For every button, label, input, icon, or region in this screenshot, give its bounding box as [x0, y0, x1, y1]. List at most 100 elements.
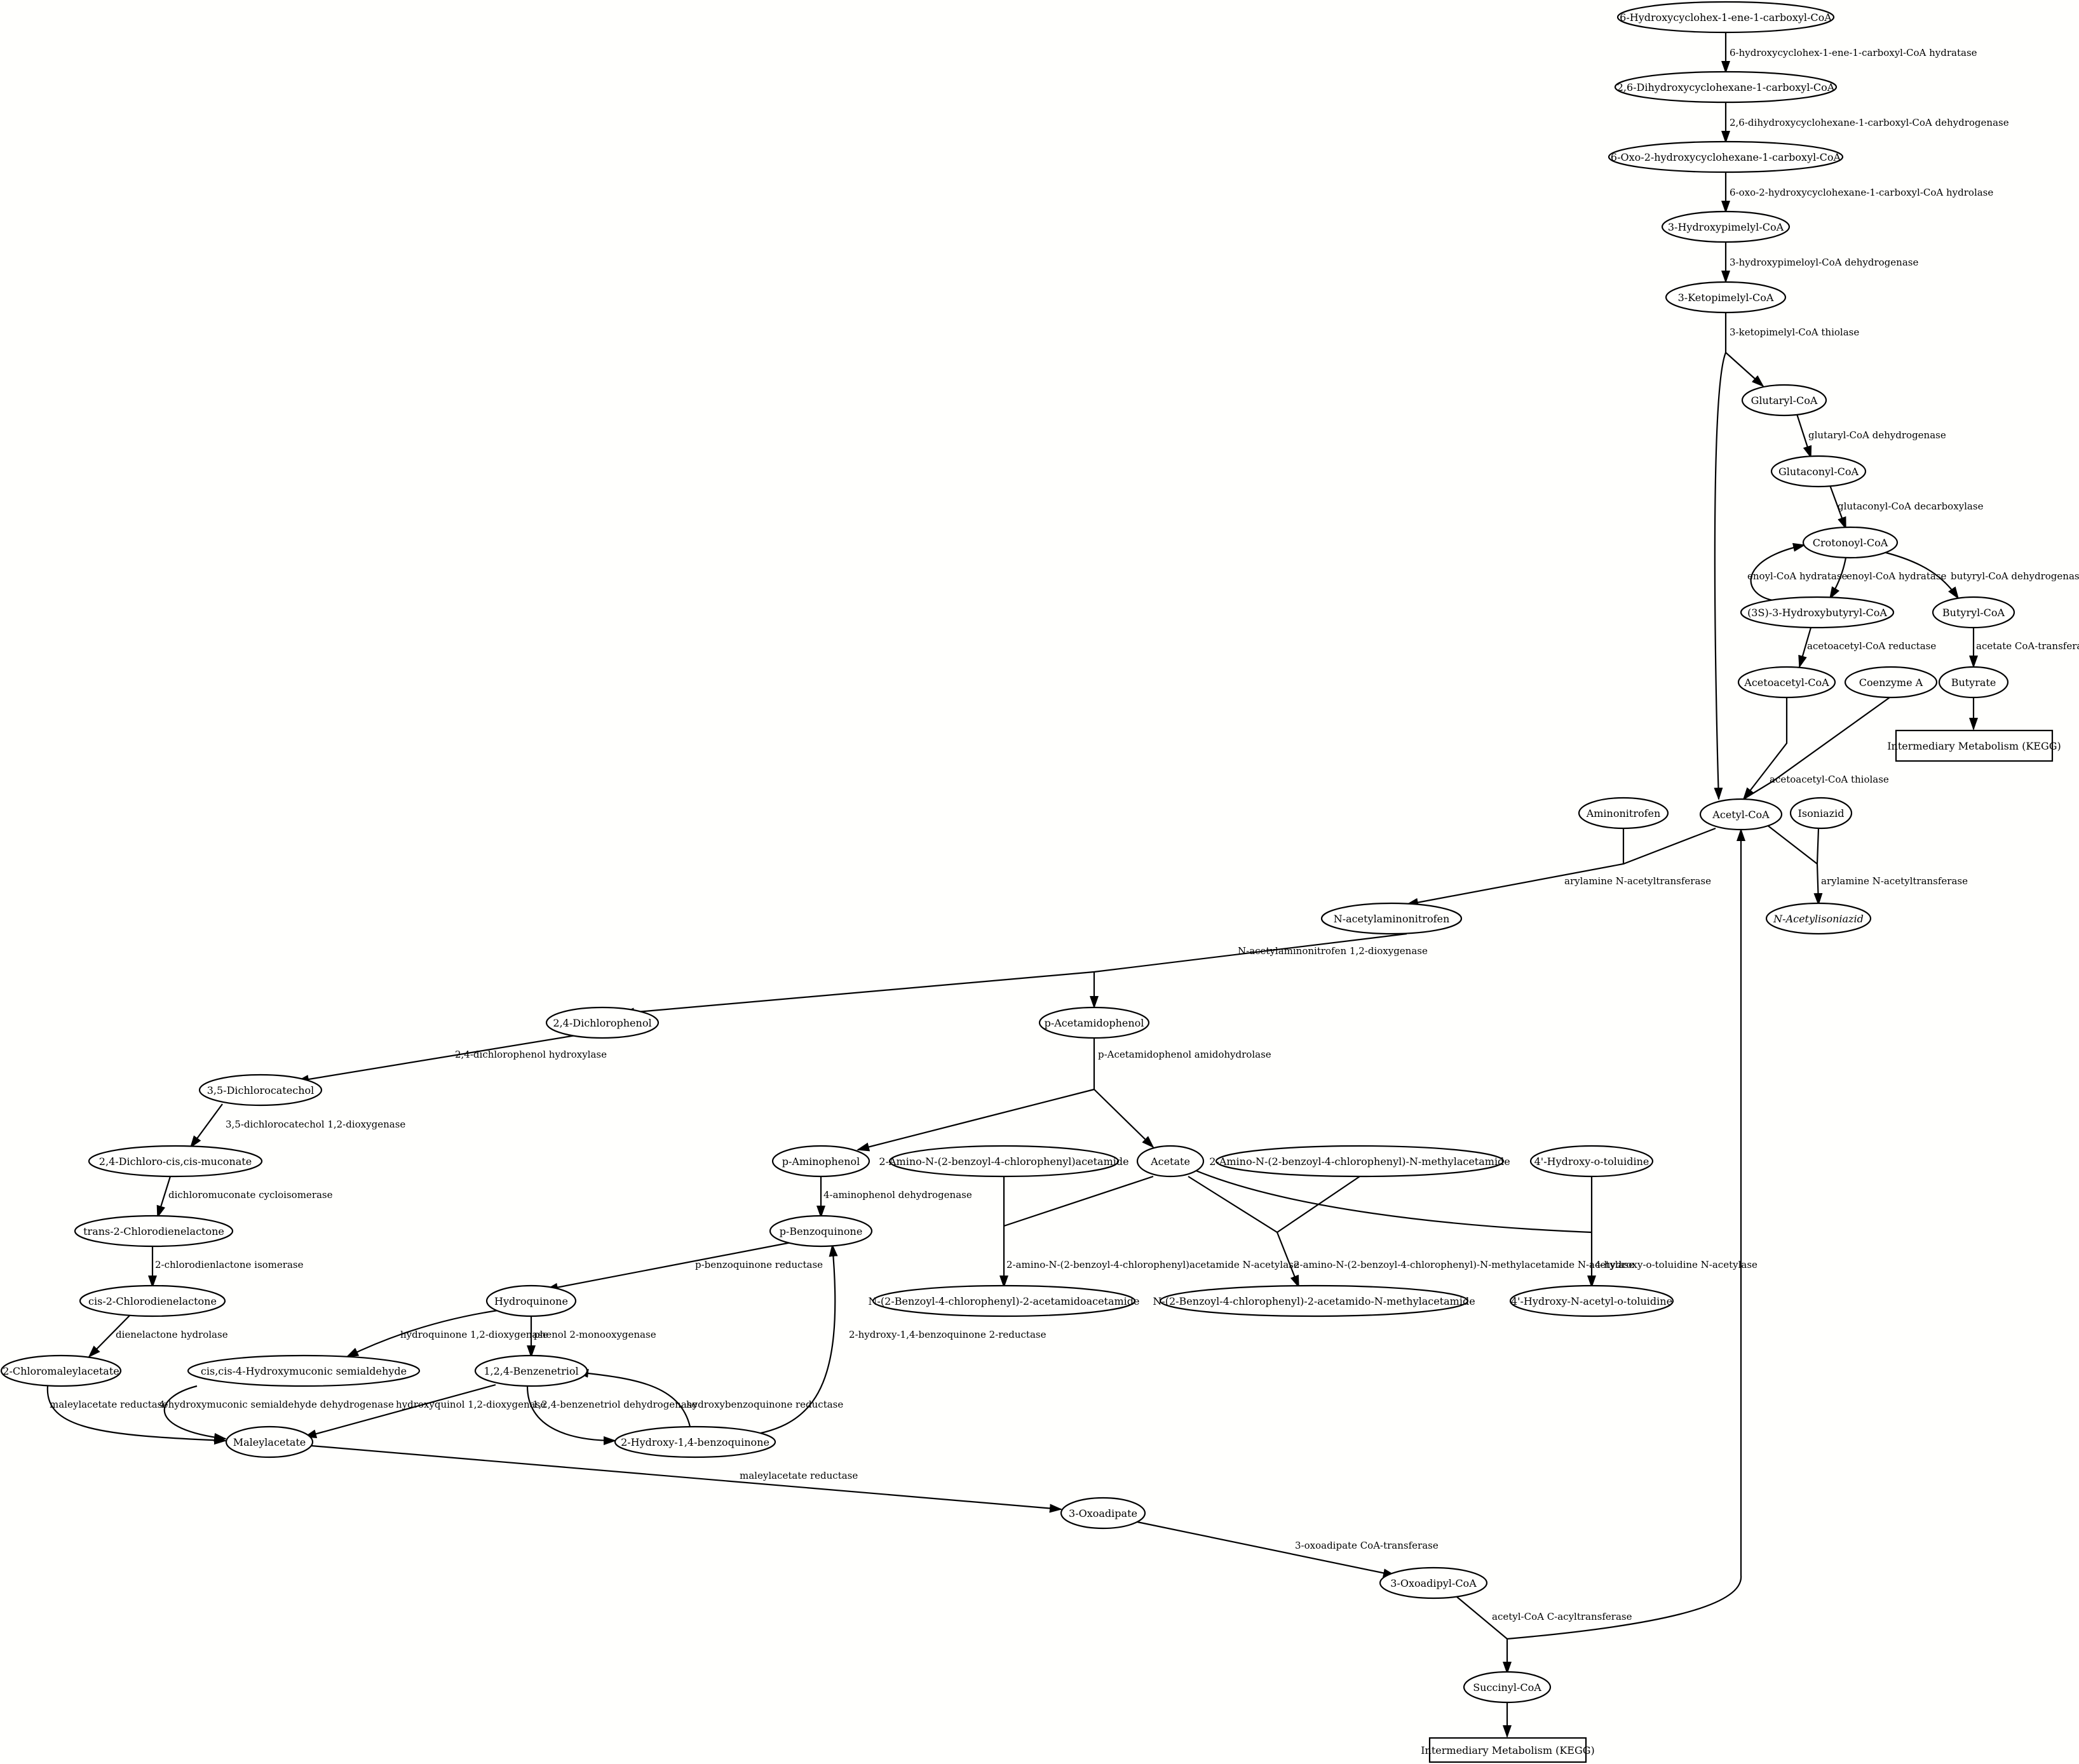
- node-hcoa[interactable]: 6-Hydroxycyclohex-1-ene-1-carboxyl-CoA: [1616, 1, 1835, 34]
- node-dcp[interactable]: 2,4-Dichlorophenol: [545, 1006, 660, 1039]
- node-oxocoa[interactable]: 6-Oxo-2-hydroxycyclohexane-1-carboxyl-Co…: [1608, 140, 1844, 173]
- svg-text:3-Oxoadipate: 3-Oxoadipate: [1069, 1507, 1137, 1519]
- svg-text:Butyrate: Butyrate: [1951, 677, 1996, 689]
- node-pacetamidophenol[interactable]: p-Acetamidophenol: [1038, 1006, 1150, 1039]
- node-kegg1[interactable]: Intermediary Metabolism (KEGG): [1887, 729, 2061, 762]
- svg-text:Acetoacetyl-CoA: Acetoacetyl-CoA: [1744, 677, 1829, 689]
- node-pbq[interactable]: p-Benzoquinone: [769, 1215, 873, 1248]
- node-coenzymea[interactable]: Coenzyme A: [1844, 666, 1938, 699]
- svg-text:Intermediary Metabolism (KEGG): Intermediary Metabolism (KEGG): [1887, 740, 2061, 752]
- edge-label: 3,5-dichlorocatechol 1,2-dioxygenase: [226, 1119, 405, 1130]
- edge-hbcoa-acetoacetyl: [1798, 627, 1812, 668]
- node-aba[interactable]: 2-Amino-N-(2-benzoyl-4-chlorophenyl)acet…: [879, 1145, 1129, 1178]
- edge-hbcoa-crotonoyl: [1750, 542, 1806, 602]
- edge-ccdl-cma: [88, 1314, 131, 1358]
- node-maleylacetate[interactable]: Maleylacetate: [225, 1425, 314, 1458]
- edge-label: 2,6-dihydroxycyclohexane-1-carboxyl-CoA …: [1730, 117, 2009, 128]
- svg-text:Acetate: Acetate: [1150, 1155, 1190, 1168]
- edge-bt-maleylacetate: [304, 1384, 496, 1439]
- edge-label: 3-ketopimelyl-CoA thiolase: [1730, 327, 1859, 338]
- node-acetate[interactable]: Acetate: [1136, 1145, 1205, 1178]
- edge-kpcoa-acetylcoa: [1714, 352, 1727, 800]
- svg-text:Glutaconyl-CoA: Glutaconyl-CoA: [1778, 466, 1859, 478]
- node-nbca[interactable]: N-(2-Benzoyl-4-chlorophenyl)-2-acetamido…: [868, 1284, 1140, 1317]
- edge-hq-hmsa: [346, 1309, 503, 1357]
- edge-maleylacetate-oxoadipate: [311, 1444, 1062, 1513]
- node-dcm[interactable]: 2,4-Dichloro-cis,cis-muconate: [88, 1145, 263, 1178]
- svg-text:6-Oxo-2-hydroxycyclohexane-1-c: 6-Oxo-2-hydroxycyclohexane-1-carboxyl-Co…: [1611, 151, 1841, 163]
- node-succinylcoa[interactable]: Succinyl-CoA: [1463, 1671, 1552, 1704]
- svg-text:Succinyl-CoA: Succinyl-CoA: [1473, 1681, 1541, 1693]
- node-glutaconyl[interactable]: Glutaconyl-CoA: [1770, 455, 1867, 488]
- node-nacetylisoniazid[interactable]: N-Acetylisoniazid: [1765, 902, 1872, 935]
- svg-text:4'-Hydroxy-N-acetyl-o-toluidin: 4'-Hydroxy-N-acetyl-o-toluidine: [1511, 1295, 1672, 1307]
- node-oxoadipylcoa[interactable]: 3-Oxoadipyl-CoA: [1379, 1566, 1488, 1599]
- edge-label: maleylacetate reductase: [740, 1470, 858, 1481]
- svg-text:cis-2-Chlorodienelactone: cis-2-Chlorodienelactone: [88, 1295, 217, 1307]
- node-dhcoa[interactable]: 2,6-Dihydroxycyclohexane-1-carboxyl-CoA: [1614, 71, 1838, 104]
- edge-label: acetyl-CoA C-acyltransferase: [1492, 1611, 1632, 1622]
- edge-acetylcoa-isoniazid: [1766, 824, 1818, 865]
- svg-text:2-Amino-N-(2-benzoyl-4-chlorop: 2-Amino-N-(2-benzoyl-4-chlorophenyl)-N-m…: [1209, 1155, 1510, 1168]
- svg-text:3-Hydroxypimelyl-CoA: 3-Hydroxypimelyl-CoA: [1668, 221, 1784, 233]
- node-aminonitrofen[interactable]: Aminonitrofen: [1578, 797, 1669, 830]
- svg-text:Coenzyme A: Coenzyme A: [1859, 677, 1923, 689]
- svg-text:3-Oxoadipyl-CoA: 3-Oxoadipyl-CoA: [1390, 1577, 1477, 1589]
- edge-label: p-benzoquinone reductase: [695, 1259, 823, 1270]
- node-bt[interactable]: 1,2,4-Benzenetriol: [474, 1354, 588, 1387]
- node-butyrate[interactable]: Butyrate: [1938, 666, 2009, 699]
- node-acetoacetyl[interactable]: Acetoacetyl-CoA: [1737, 666, 1836, 699]
- edge-crotonoyl-butyryl: [1880, 550, 1960, 600]
- node-hnat[interactable]: 4'-Hydroxy-N-acetyl-o-toluidine: [1509, 1284, 1674, 1317]
- node-oxoadipate[interactable]: 3-Oxoadipate: [1060, 1497, 1146, 1530]
- svg-text:N-Acetylisoniazid: N-Acetylisoniazid: [1773, 913, 1864, 925]
- node-butyryl[interactable]: Butyryl-CoA: [1932, 596, 2015, 629]
- node-nbcam[interactable]: N-(2-Benzoyl-4-chlorophenyl)-2-acetamido…: [1153, 1284, 1475, 1317]
- node-hq[interactable]: Hydroquinone: [485, 1284, 577, 1317]
- edge-label: 3-oxoadipate CoA-transferase: [1295, 1540, 1439, 1551]
- edge-label: 1,2,4-benzenetriol dehydrogenase: [532, 1399, 697, 1410]
- svg-text:Aminonitrofen: Aminonitrofen: [1586, 807, 1661, 819]
- node-isoniazid[interactable]: Isoniazid: [1789, 797, 1853, 830]
- node-dcc[interactable]: 3,5-Dichlorocatechol: [198, 1074, 323, 1107]
- svg-text:2-Hydroxy-1,4-benzoquinone: 2-Hydroxy-1,4-benzoquinone: [621, 1436, 769, 1448]
- edge-succinylcoa-acetylcoa: [1507, 828, 1745, 1640]
- edge-label: 3-hydroxypimeloyl-CoA dehydrogenase: [1730, 257, 1918, 268]
- svg-text:N-acetylaminonitrofen: N-acetylaminonitrofen: [1334, 913, 1450, 925]
- node-paminophenol[interactable]: p-Aminophenol: [771, 1145, 870, 1178]
- svg-text:4'-Hydroxy-o-toluidine: 4'-Hydroxy-o-toluidine: [1534, 1155, 1649, 1168]
- edge-label: 4-hydroxy-o-toluidine N-acetylase: [1595, 1259, 1757, 1270]
- node-crotonoyl[interactable]: Crotonoyl-CoA: [1802, 526, 1899, 559]
- edge-label: acetoacetyl-CoA reductase: [1807, 640, 1936, 652]
- edge-label: enoyl-CoA hydratase: [1747, 570, 1848, 582]
- edge-dcc-dcm: [189, 1103, 223, 1148]
- edge-coenzymea-acetylcoa: [1743, 697, 1890, 800]
- edge-acetate-hnat: [1194, 1169, 1592, 1234]
- node-hbq[interactable]: 2-Hydroxy-1,4-benzoquinone: [614, 1425, 776, 1458]
- node-hot[interactable]: 4'-Hydroxy-o-toluidine: [1529, 1145, 1654, 1178]
- node-hmsa[interactable]: cis,cis-4-Hydroxymuconic semialdehyde: [187, 1354, 421, 1387]
- edge-label: hydroxybenzoquinone reductase: [686, 1399, 843, 1410]
- node-glutaryl[interactable]: Glutaryl-CoA: [1741, 384, 1827, 417]
- node-abma[interactable]: 2-Amino-N-(2-benzoyl-4-chlorophenyl)-N-m…: [1209, 1145, 1510, 1178]
- node-acetylcoa[interactable]: Acetyl-CoA: [1699, 798, 1783, 831]
- node-hpcoa[interactable]: 3-Hydroxypimelyl-CoA: [1661, 210, 1791, 243]
- node-hbcoa[interactable]: (3S)-3-Hydroxybutyryl-CoA: [1740, 596, 1895, 629]
- node-kpcoa[interactable]: 3-Ketopimelyl-CoA: [1665, 281, 1787, 314]
- node-nacetylaminonitrofen[interactable]: N-acetylaminonitrofen: [1320, 902, 1463, 935]
- svg-text:Acetyl-CoA: Acetyl-CoA: [1712, 809, 1770, 821]
- svg-text:N-(2-Benzoyl-4-chlorophenyl)-2: N-(2-Benzoyl-4-chlorophenyl)-2-acetamido…: [868, 1295, 1139, 1307]
- svg-text:2,4-Dichlorophenol: 2,4-Dichlorophenol: [553, 1017, 651, 1029]
- node-ccdl[interactable]: cis-2-Chlorodienelactone: [79, 1284, 226, 1317]
- node-tcdl[interactable]: trans-2-Chlorodienelactone: [74, 1215, 234, 1248]
- svg-text:cis,cis-4-Hydroxymuconic semia: cis,cis-4-Hydroxymuconic semialdehyde: [201, 1365, 407, 1377]
- node-cma[interactable]: 2-Chloromaleylacetate: [0, 1354, 122, 1387]
- svg-text:Glutaryl-CoA: Glutaryl-CoA: [1751, 394, 1818, 407]
- edge-label: acetoacetyl-CoA thiolase: [1770, 774, 1889, 785]
- edge-label: enoyl-CoA hydratase: [1846, 570, 1947, 582]
- edge-glutaryl-glutaconyl: [1796, 414, 1812, 459]
- edge-pbq-hq: [545, 1241, 795, 1292]
- edge-hbq-pbq: [736, 1244, 838, 1438]
- node-kegg2[interactable]: Intermediary Metabolism (KEGG): [1421, 1737, 1595, 1763]
- svg-text:3,5-Dichlorocatechol: 3,5-Dichlorocatechol: [207, 1084, 315, 1096]
